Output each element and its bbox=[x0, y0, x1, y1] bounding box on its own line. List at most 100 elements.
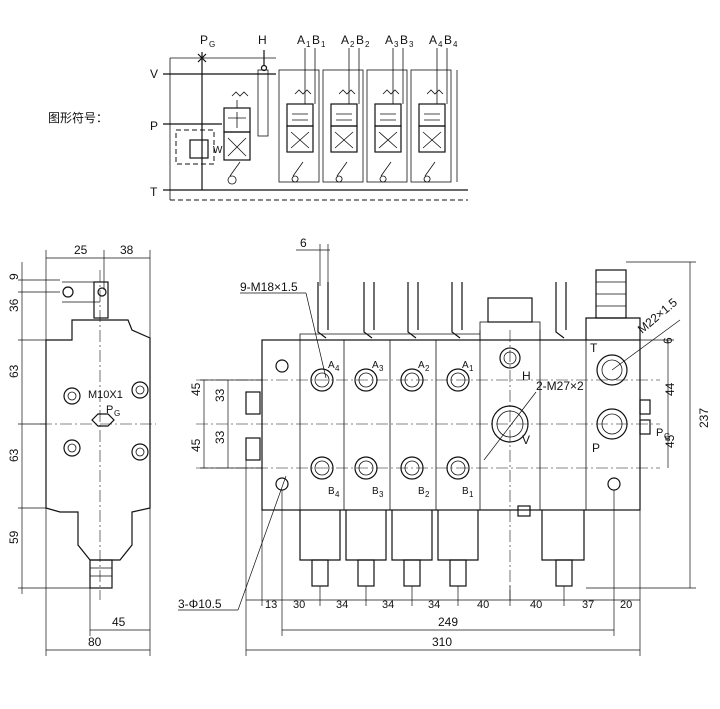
front-dim-45b: 45 bbox=[189, 438, 203, 452]
section-1-symbol bbox=[278, 48, 320, 183]
front-dim-40b: 40 bbox=[530, 599, 542, 611]
svg-text:2: 2 bbox=[425, 490, 430, 499]
symbol-port-a1: A bbox=[297, 33, 305, 47]
symbol-port-b2: B bbox=[356, 33, 364, 47]
port-p: P bbox=[592, 441, 600, 455]
front-dim-6-right: 6 bbox=[661, 337, 675, 344]
port-a3: A bbox=[372, 360, 379, 371]
side-view: 25 38 9 36 63 63 59 M10X1 P bbox=[7, 243, 156, 656]
port-t-icon bbox=[596, 354, 628, 386]
side-dim-59: 59 bbox=[7, 530, 21, 544]
symbol-port-a4: A bbox=[429, 33, 437, 47]
side-lever bbox=[93, 281, 109, 319]
lever-rods bbox=[317, 282, 567, 339]
side-dim-80: 80 bbox=[88, 635, 102, 649]
side-spool-end bbox=[89, 559, 113, 589]
front-dim-34c: 34 bbox=[428, 599, 440, 611]
side-pivot-icon bbox=[62, 286, 74, 298]
svg-text:4: 4 bbox=[335, 490, 340, 499]
symbol-port-h: H bbox=[258, 33, 267, 47]
symbol-label: 图形符号： bbox=[48, 110, 108, 125]
symbol-port-t: T bbox=[150, 185, 158, 199]
port-h-icon bbox=[499, 347, 521, 369]
front-dim-33b: 33 bbox=[213, 430, 227, 444]
front-dim-310: 310 bbox=[432, 635, 452, 649]
svg-text:3: 3 bbox=[379, 364, 384, 373]
side-pg-label: P bbox=[106, 404, 113, 416]
side-pg-plug-icon bbox=[91, 413, 115, 427]
front-dim-6: 6 bbox=[300, 236, 307, 250]
symbol-port-a3: A bbox=[385, 33, 393, 47]
front-dim-30: 30 bbox=[293, 599, 305, 611]
svg-text:3: 3 bbox=[394, 40, 399, 49]
front-dim-34b: 34 bbox=[382, 599, 394, 611]
port-pg: P bbox=[656, 427, 663, 439]
section-4-symbol bbox=[410, 48, 452, 183]
front-dim-40a: 40 bbox=[477, 599, 489, 611]
pg-cross-icon bbox=[197, 53, 207, 63]
callout-thread-m18: 9-M18×1.5 bbox=[240, 280, 298, 294]
outlet-cover bbox=[585, 317, 641, 340]
callout-holes: 3-Φ10.5 bbox=[178, 597, 222, 611]
svg-text:2: 2 bbox=[350, 40, 355, 49]
relief-valve-icon bbox=[189, 139, 209, 159]
hydraulic-symbol: 图形符号： P G H V P T W A 1 B 1 A 2 B 2 A 3 … bbox=[48, 33, 468, 201]
symbol-port-v: V bbox=[150, 67, 158, 81]
front-dim-45a: 45 bbox=[189, 382, 203, 396]
front-dim-20: 20 bbox=[620, 599, 632, 611]
side-dim-36: 36 bbox=[7, 298, 21, 312]
port-a2: A bbox=[418, 360, 425, 371]
callout-thread-m22: M22×1.5 bbox=[635, 295, 680, 336]
front-dim-13: 13 bbox=[265, 599, 277, 611]
symbol-port-pg: P bbox=[200, 33, 208, 47]
valve-body bbox=[261, 339, 641, 511]
side-thread-label: M10X1 bbox=[88, 389, 123, 401]
relief-cap bbox=[487, 297, 533, 323]
symbol-port-a2: A bbox=[341, 33, 349, 47]
side-dim-9: 9 bbox=[7, 273, 21, 280]
front-dim-44: 44 bbox=[663, 382, 677, 396]
svg-text:2: 2 bbox=[365, 40, 370, 49]
side-dim-63b: 63 bbox=[7, 448, 21, 462]
symbol-port-b3: B bbox=[400, 33, 408, 47]
port-b4: B bbox=[328, 486, 335, 497]
spool-ends bbox=[299, 505, 585, 587]
side-port-upper-left-icon bbox=[63, 387, 81, 405]
relief-box bbox=[175, 129, 215, 165]
svg-text:3: 3 bbox=[379, 490, 384, 499]
port-b1: B bbox=[462, 486, 469, 497]
port-v: V bbox=[522, 433, 530, 447]
port-h: H bbox=[522, 369, 531, 383]
section-2-symbol bbox=[322, 48, 364, 183]
svg-text:4: 4 bbox=[438, 40, 443, 49]
svg-text:G: G bbox=[114, 409, 120, 418]
svg-text:1: 1 bbox=[321, 40, 326, 49]
front-dim-249: 249 bbox=[438, 615, 458, 629]
svg-text:2: 2 bbox=[425, 364, 430, 373]
side-port-lower-left-icon bbox=[63, 439, 81, 457]
port-b2: B bbox=[418, 486, 425, 497]
port-a4: A bbox=[328, 360, 335, 371]
svg-text:1: 1 bbox=[469, 364, 474, 373]
svg-text:3: 3 bbox=[409, 40, 414, 49]
side-dim-45: 45 bbox=[112, 615, 126, 629]
inlet-valve-symbol bbox=[223, 69, 269, 185]
port-a1: A bbox=[462, 360, 469, 371]
side-dim-38: 38 bbox=[120, 243, 134, 257]
front-dim-37: 37 bbox=[582, 599, 594, 611]
svg-text:4: 4 bbox=[453, 40, 458, 49]
symbol-port-b1: B bbox=[312, 33, 320, 47]
front-view: 6 9-M18×1.5 2-M27×2 M22×1.5 3-Φ10.5 bbox=[178, 236, 711, 656]
lever-icon bbox=[227, 161, 241, 185]
spring-icon bbox=[231, 91, 249, 97]
front-dim-33a: 33 bbox=[213, 388, 227, 402]
front-dim-34a: 34 bbox=[336, 599, 348, 611]
symbol-port-pg-sub: G bbox=[209, 40, 215, 49]
port-t: T bbox=[590, 341, 598, 355]
port-b3: B bbox=[372, 486, 379, 497]
symbol-port-w: W bbox=[213, 145, 223, 156]
svg-text:4: 4 bbox=[335, 364, 340, 373]
symbol-port-p: P bbox=[150, 119, 158, 133]
callout-thread-m27: 2-M27×2 bbox=[536, 379, 584, 393]
